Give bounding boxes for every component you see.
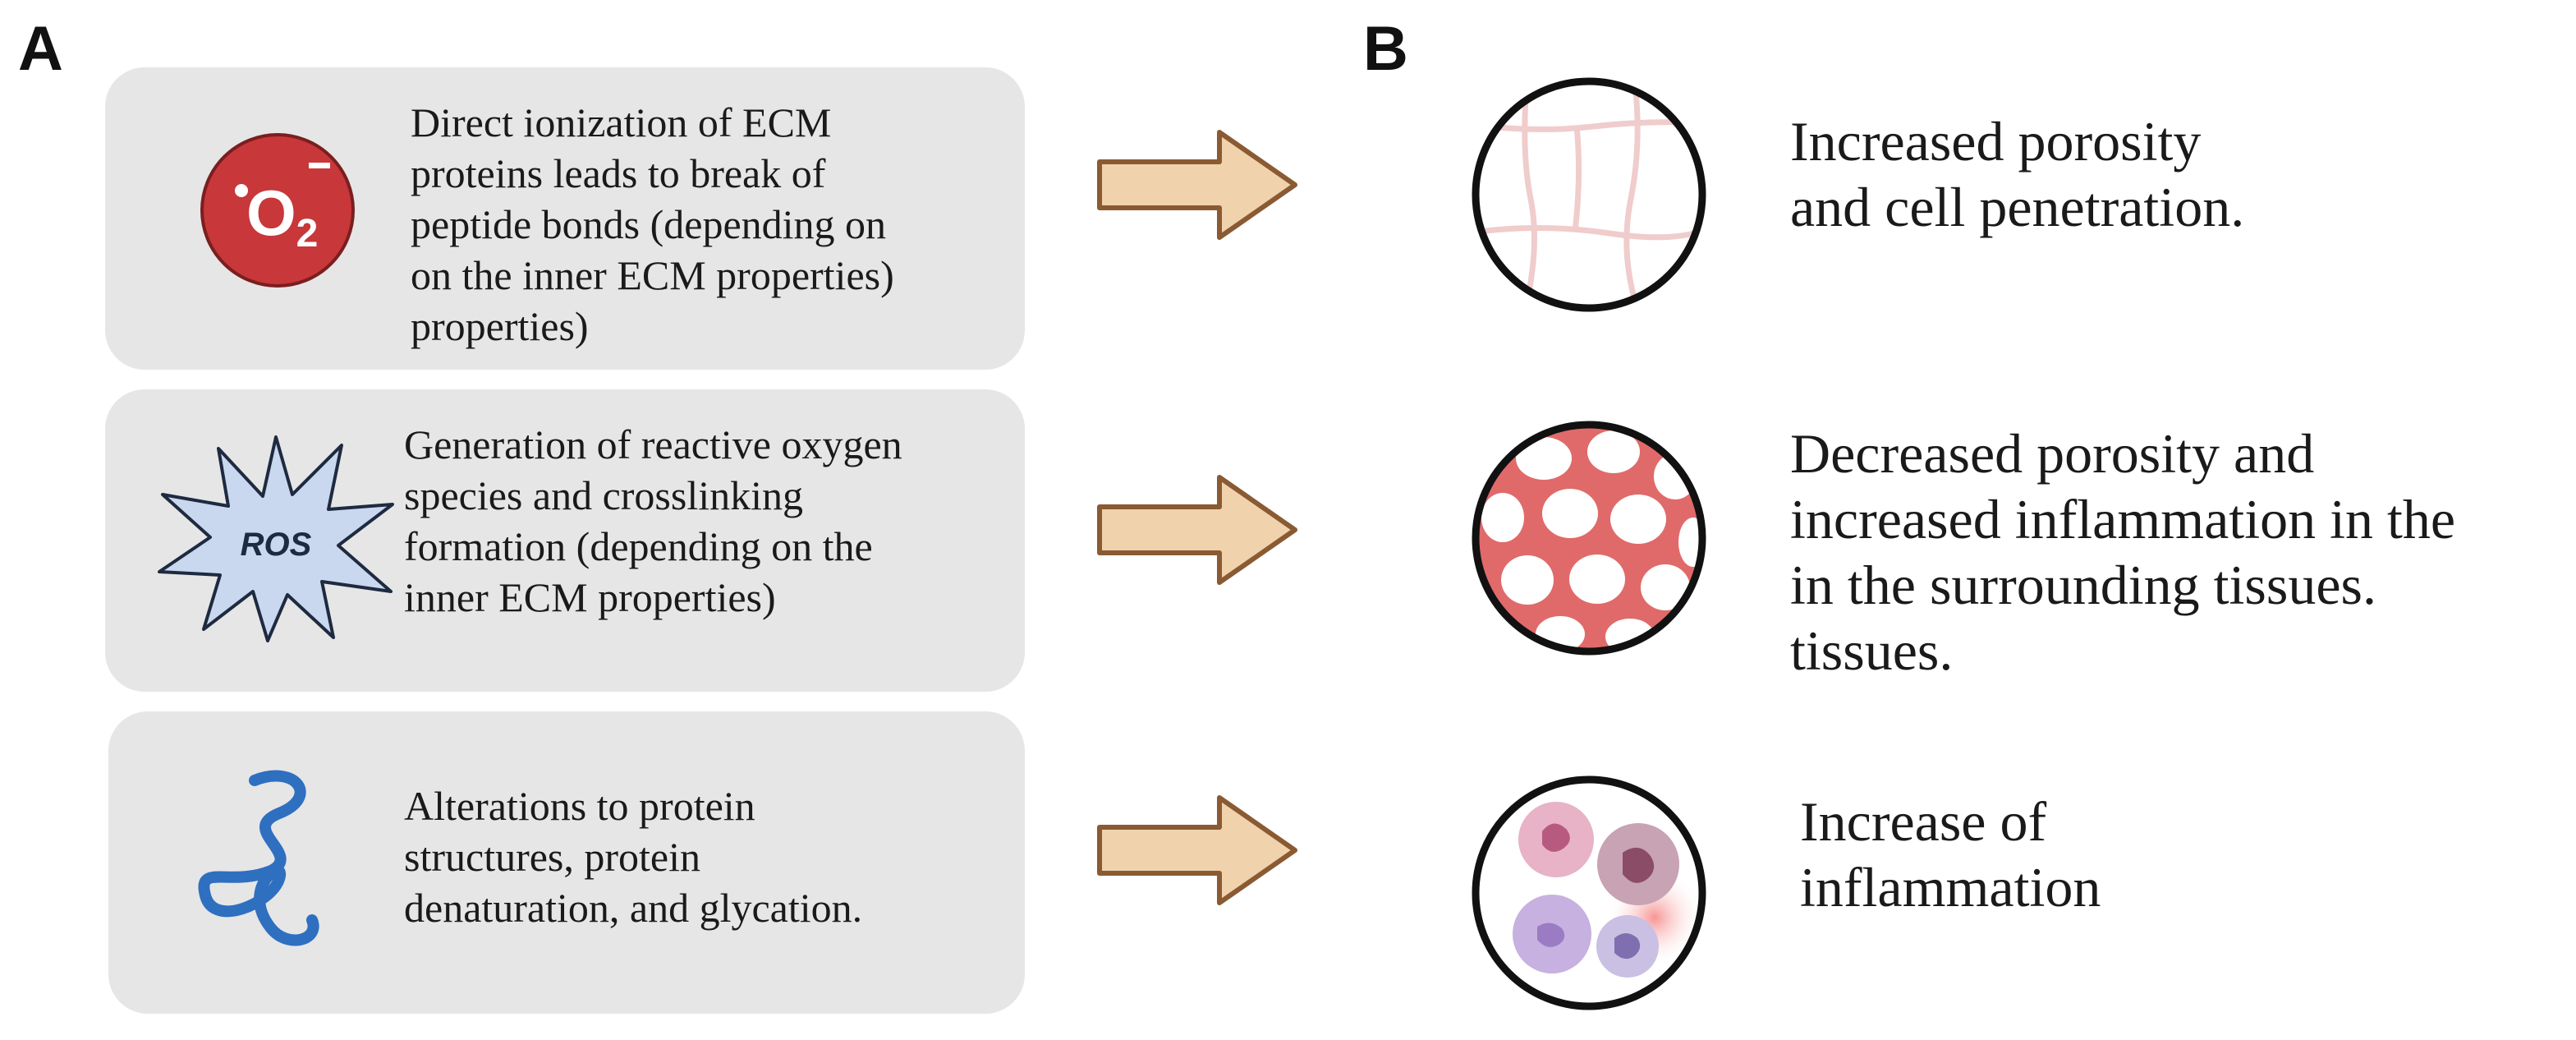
dense-matrix-icon <box>1470 419 1708 657</box>
arrow-right-icon <box>1096 793 1302 908</box>
superoxide-icon: O2 <box>195 128 360 292</box>
outcome-text-inflammation: Increase of inflammation <box>1800 790 2101 918</box>
panel-label-b: B <box>1363 14 1408 84</box>
arrow-right-icon <box>1096 127 1302 242</box>
immune-cells-icon <box>1470 774 1708 1012</box>
outcome-text-inflammation-tissues: Decreased porosity and increased inflamm… <box>1790 422 2456 682</box>
panel-label-a: A <box>18 14 63 84</box>
porous-matrix-icon <box>1470 76 1708 314</box>
mechanism-text-ionization: Direct ionization of ECM proteins leads … <box>411 99 894 349</box>
ros-burst-icon: ROS <box>153 430 399 644</box>
protein-strand-icon <box>181 764 361 961</box>
superoxide-label: O2 <box>246 177 318 255</box>
mechanism-card-protein <box>108 711 1025 1014</box>
arrow-right-icon <box>1096 472 1302 587</box>
ros-label: ROS <box>241 527 312 563</box>
mechanism-text-ros: Generation of reactive oxygen species an… <box>404 421 902 620</box>
outcome-text-porosity: Increased porosity and cell penetration. <box>1790 110 2245 238</box>
mechanism-text-protein: Alterations to protein structures, prote… <box>404 783 863 931</box>
